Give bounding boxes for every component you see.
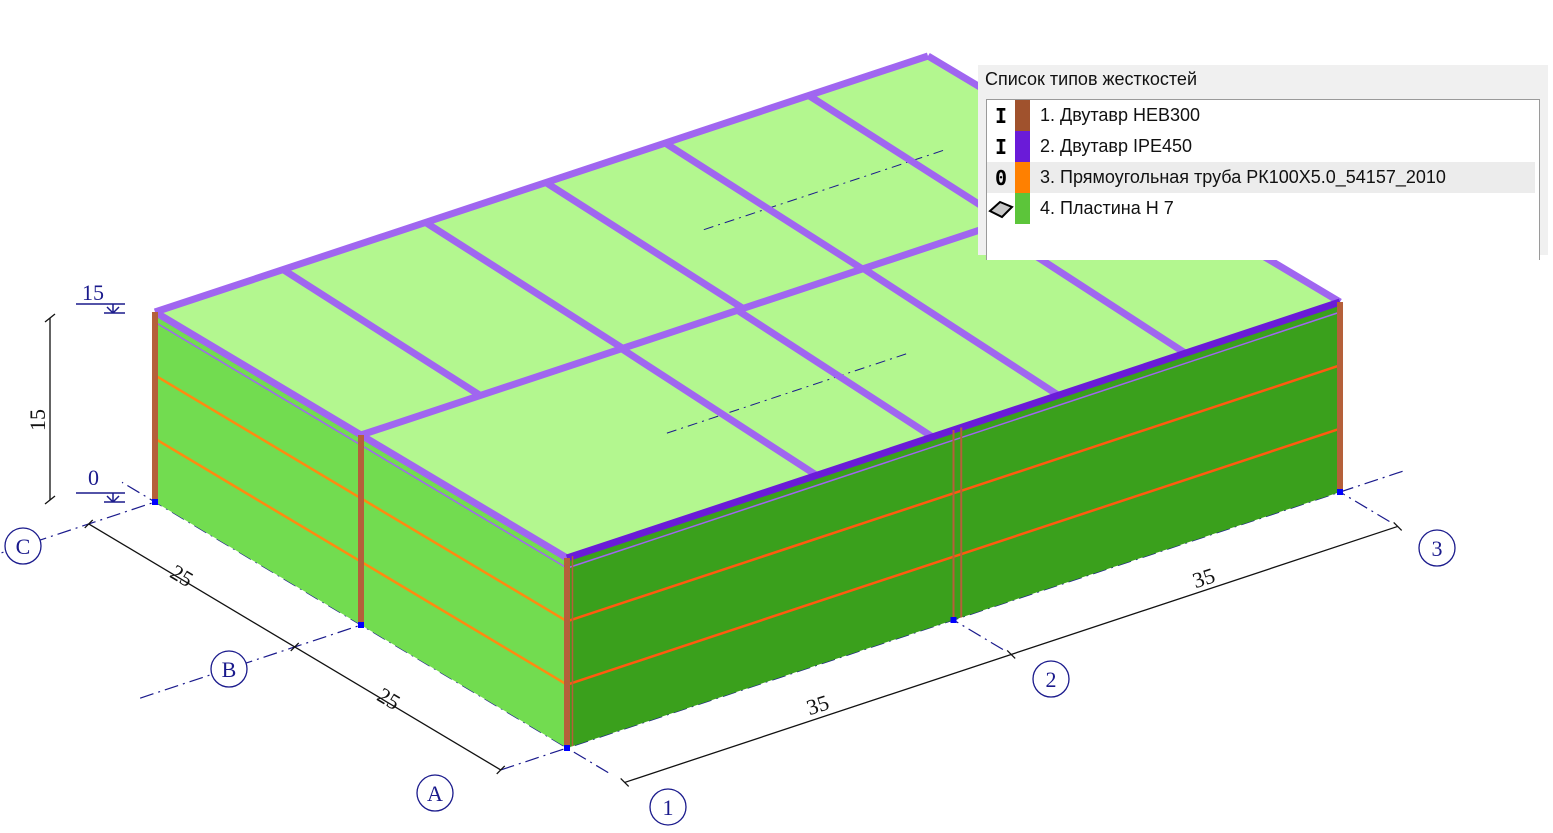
roof-cross-beam — [544, 179, 745, 312]
level-bottom-marker — [106, 495, 114, 503]
axis-3-label: 3 — [1432, 536, 1443, 561]
height-dimension-label: 15 — [25, 409, 50, 431]
roof-cross-beam — [423, 219, 625, 352]
roof-cross-beam — [861, 265, 1061, 399]
legend-color-swatch — [1015, 131, 1030, 162]
axis-1-label: 1 — [663, 795, 674, 820]
axis-1-bubble[interactable]: 1 — [649, 788, 687, 826]
axis-b-label: B — [222, 657, 237, 682]
roof-cross-beam — [735, 307, 935, 440]
legend-item-label: 3. Прямоугольная труба РК100X5.0_54157_2… — [1040, 167, 1446, 187]
roof-cross-beam — [806, 92, 1008, 225]
legend-color-swatch — [1015, 100, 1030, 131]
dimension-label-bc: 25 — [166, 559, 198, 592]
legend-item[interactable]: 4. Пластина H 7 — [987, 193, 1535, 224]
legend-item-label: 1. Двутавр HEB300 — [1040, 105, 1201, 125]
roof-edge-beam-c — [153, 52, 930, 316]
axis-2-bubble[interactable]: 2 — [1032, 660, 1070, 698]
level-top-label: 15 — [82, 280, 104, 305]
roof-cross-beam — [281, 266, 483, 399]
axis-a-label: A — [427, 781, 443, 806]
axis-bubble-circle — [1032, 660, 1070, 698]
node-marker — [1337, 489, 1343, 495]
stiffness-types-panel: Список типов жесткостей I 1. Двутавр HEB3… — [978, 65, 1548, 260]
i-beam-icon: I — [994, 103, 1008, 128]
axis-2-label: 2 — [1046, 667, 1057, 692]
node-marker — [358, 622, 364, 628]
level-bottom-label: 0 — [88, 465, 99, 490]
legend-title: Список типов жесткостей — [985, 69, 1198, 89]
node-marker — [152, 499, 158, 505]
axis-a-bubble[interactable]: A — [416, 774, 454, 812]
dimension-label-23: 35 — [1189, 563, 1218, 594]
legend-item-label: 4. Пластина H 7 — [1040, 198, 1174, 218]
dimension-tick — [1393, 521, 1403, 531]
axis-c-label: C — [16, 534, 31, 559]
legend-item[interactable]: I 1. Двутавр HEB300 — [987, 100, 1535, 131]
axis-3-bubble[interactable]: 3 — [1418, 529, 1456, 567]
i-beam-icon: I — [994, 134, 1008, 159]
legend-item-label: 2. Двутавр IPE450 — [1040, 136, 1193, 156]
axis-bubble-circle — [416, 774, 454, 812]
axis-c-bubble[interactable]: C — [4, 527, 42, 565]
dimension-tick — [620, 777, 630, 787]
roof-axis-line — [666, 352, 910, 434]
dimension-tick — [44, 313, 56, 323]
node-marker — [564, 745, 570, 751]
dimension-tick — [1006, 649, 1016, 659]
rect-tube-icon: 0 — [994, 165, 1008, 190]
legend-item[interactable]: I 2. Двутавр IPE450 — [987, 131, 1535, 162]
legend-color-swatch — [1015, 162, 1030, 193]
dimension-tick — [44, 495, 56, 505]
dimension-tick — [290, 642, 300, 652]
level-bottom-marker — [112, 495, 120, 503]
axis-line-1 — [121, 481, 609, 774]
axis-bubble-circle — [649, 788, 687, 826]
axis-bubble-circle — [210, 650, 248, 688]
node-marker — [950, 617, 957, 623]
dimension-tick — [496, 765, 506, 775]
roof-axis-line — [703, 148, 947, 231]
level-top-marker — [112, 306, 120, 314]
dimension-tick — [84, 519, 94, 529]
roof-cross-beam — [663, 140, 865, 272]
legend-item[interactable]: 0 3. Прямоугольная труба РК100X5.0_54157_… — [987, 162, 1535, 193]
level-top-marker — [106, 306, 114, 314]
plate-icon — [987, 193, 1015, 224]
axis-bubble-circle — [1418, 529, 1456, 567]
axis-bubble-circle — [4, 527, 42, 565]
legend-color-swatch — [1015, 193, 1030, 224]
roof-cross-beam — [619, 345, 819, 479]
axis-b-bubble[interactable]: B — [210, 650, 248, 688]
